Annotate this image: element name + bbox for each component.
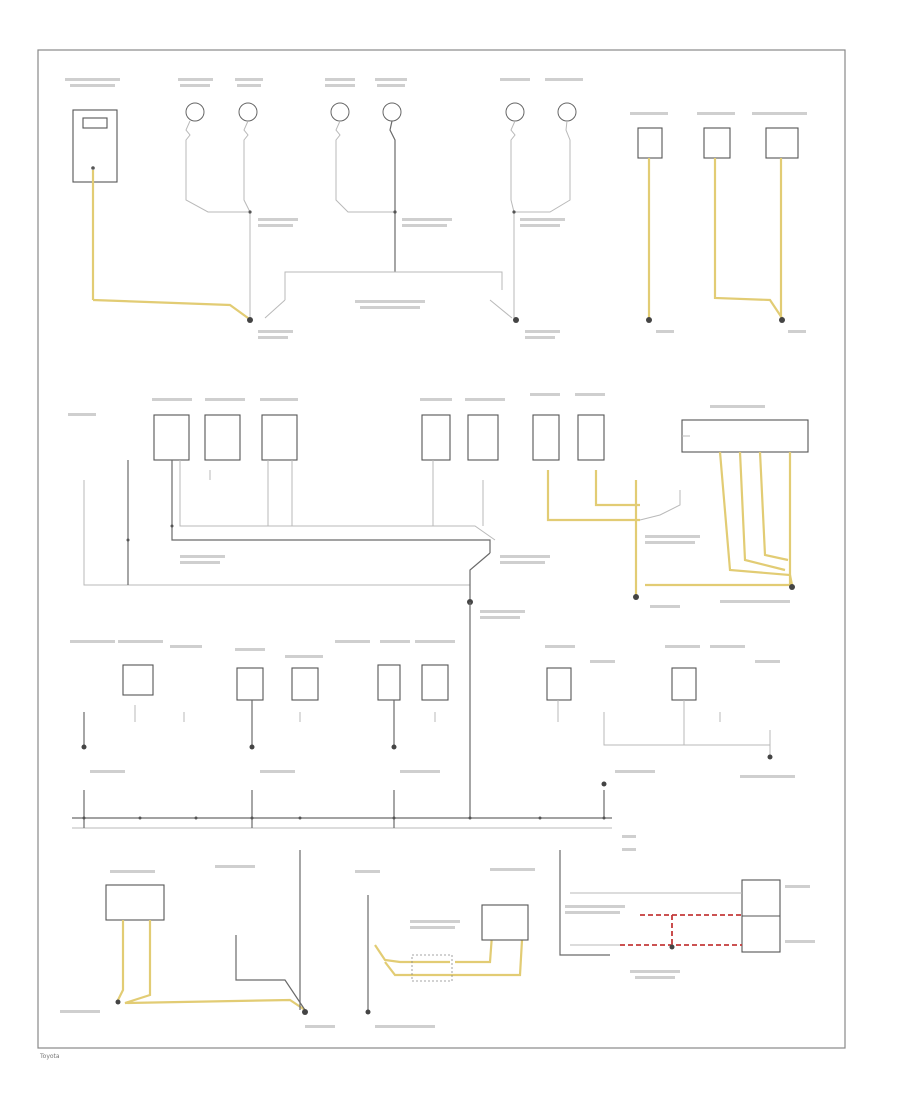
splice-point — [538, 816, 542, 820]
wire-grey — [185, 120, 248, 213]
lamp-icon — [505, 102, 525, 122]
component-box-bottom-left — [105, 884, 165, 921]
wire-yellow — [124, 920, 306, 1011]
component-box — [153, 414, 190, 461]
ground-point — [789, 584, 795, 590]
relay-box — [765, 127, 799, 159]
wire-yellow — [455, 934, 494, 964]
wire-yellow — [374, 944, 450, 964]
connector-block — [411, 954, 453, 982]
component-box — [467, 414, 499, 461]
splice-point — [393, 210, 397, 214]
wire-grey — [284, 271, 503, 300]
component-box — [377, 664, 401, 701]
lamp-group-center — [330, 102, 402, 272]
splice-point — [512, 210, 516, 214]
lamp-icon — [557, 102, 577, 122]
splice-point — [468, 816, 472, 820]
component-box — [532, 414, 560, 461]
lamp-icon — [185, 102, 205, 122]
lamp-icon — [382, 102, 402, 122]
lamp-icon — [330, 102, 350, 122]
diagram-frame — [37, 49, 846, 1049]
ground-point — [391, 744, 397, 750]
component-box — [421, 664, 449, 701]
component-box — [671, 667, 697, 701]
wire-dark — [389, 120, 396, 272]
wire-yellow — [713, 158, 783, 319]
component-box — [204, 414, 241, 461]
ground-point — [365, 1009, 371, 1015]
splice-point — [392, 816, 396, 820]
ground-point — [513, 317, 519, 323]
ecm-box — [681, 419, 809, 453]
component-box — [481, 904, 529, 941]
splice-point — [82, 816, 86, 820]
relay-box — [637, 127, 663, 159]
lamp-group-right — [505, 102, 577, 300]
splice-point — [138, 816, 142, 820]
wire-yellow — [384, 939, 524, 977]
wire-yellow — [594, 470, 640, 507]
component-box — [122, 664, 154, 696]
middle-section — [83, 414, 809, 605]
ground-point — [669, 944, 675, 950]
label-marks — [60, 78, 815, 1028]
wire-dark — [559, 850, 610, 956]
wire-grey — [514, 120, 571, 213]
ground-point — [779, 317, 785, 323]
wire-yellow — [92, 298, 249, 319]
wire-grey — [335, 120, 395, 213]
wire-yellow — [117, 920, 125, 1001]
ground-point — [601, 781, 607, 787]
wire-grey — [639, 490, 681, 521]
bottom-section — [105, 850, 781, 1015]
component-box — [261, 414, 298, 461]
splice-point — [250, 816, 254, 820]
splice-point — [298, 816, 302, 820]
page-tag: Toyota — [39, 1053, 60, 1060]
wire-yellow — [718, 451, 794, 586]
splice-point — [126, 538, 130, 542]
ground-point — [249, 744, 255, 750]
lamp-icon — [238, 102, 258, 122]
ground-point — [302, 1009, 308, 1015]
wire-yellow — [738, 451, 786, 572]
component-box — [546, 667, 572, 701]
component-box — [236, 667, 264, 701]
component-box — [421, 414, 451, 461]
wire-dark — [171, 460, 491, 553]
wire-yellow — [758, 451, 789, 562]
wire-grey — [603, 712, 771, 746]
lower-section — [72, 602, 773, 829]
ground-point — [115, 999, 121, 1005]
ground-point — [646, 317, 652, 323]
wire-grey — [243, 120, 251, 213]
ground-point — [247, 317, 253, 323]
component-inner-label — [82, 117, 108, 129]
wire-grey — [489, 299, 513, 319]
connector-pin — [91, 166, 95, 170]
wire-grey — [510, 120, 516, 213]
splice-point — [194, 816, 198, 820]
splice-point — [602, 816, 606, 820]
relay-group-top-right — [637, 127, 799, 323]
component-box — [291, 667, 319, 701]
wire-grey — [179, 460, 496, 541]
splice-point — [248, 210, 252, 214]
component-box — [577, 414, 605, 461]
lamp-group-left — [185, 102, 258, 300]
ground-point — [633, 594, 639, 600]
ground-point — [767, 754, 773, 760]
wire-yellow — [546, 470, 640, 522]
ground-point — [81, 744, 87, 750]
wire-dark — [235, 935, 306, 1011]
top-section — [72, 102, 799, 323]
splice-point — [170, 524, 174, 528]
wire-grey — [264, 299, 286, 319]
wire-dark — [469, 552, 491, 600]
relay-box — [703, 127, 731, 159]
